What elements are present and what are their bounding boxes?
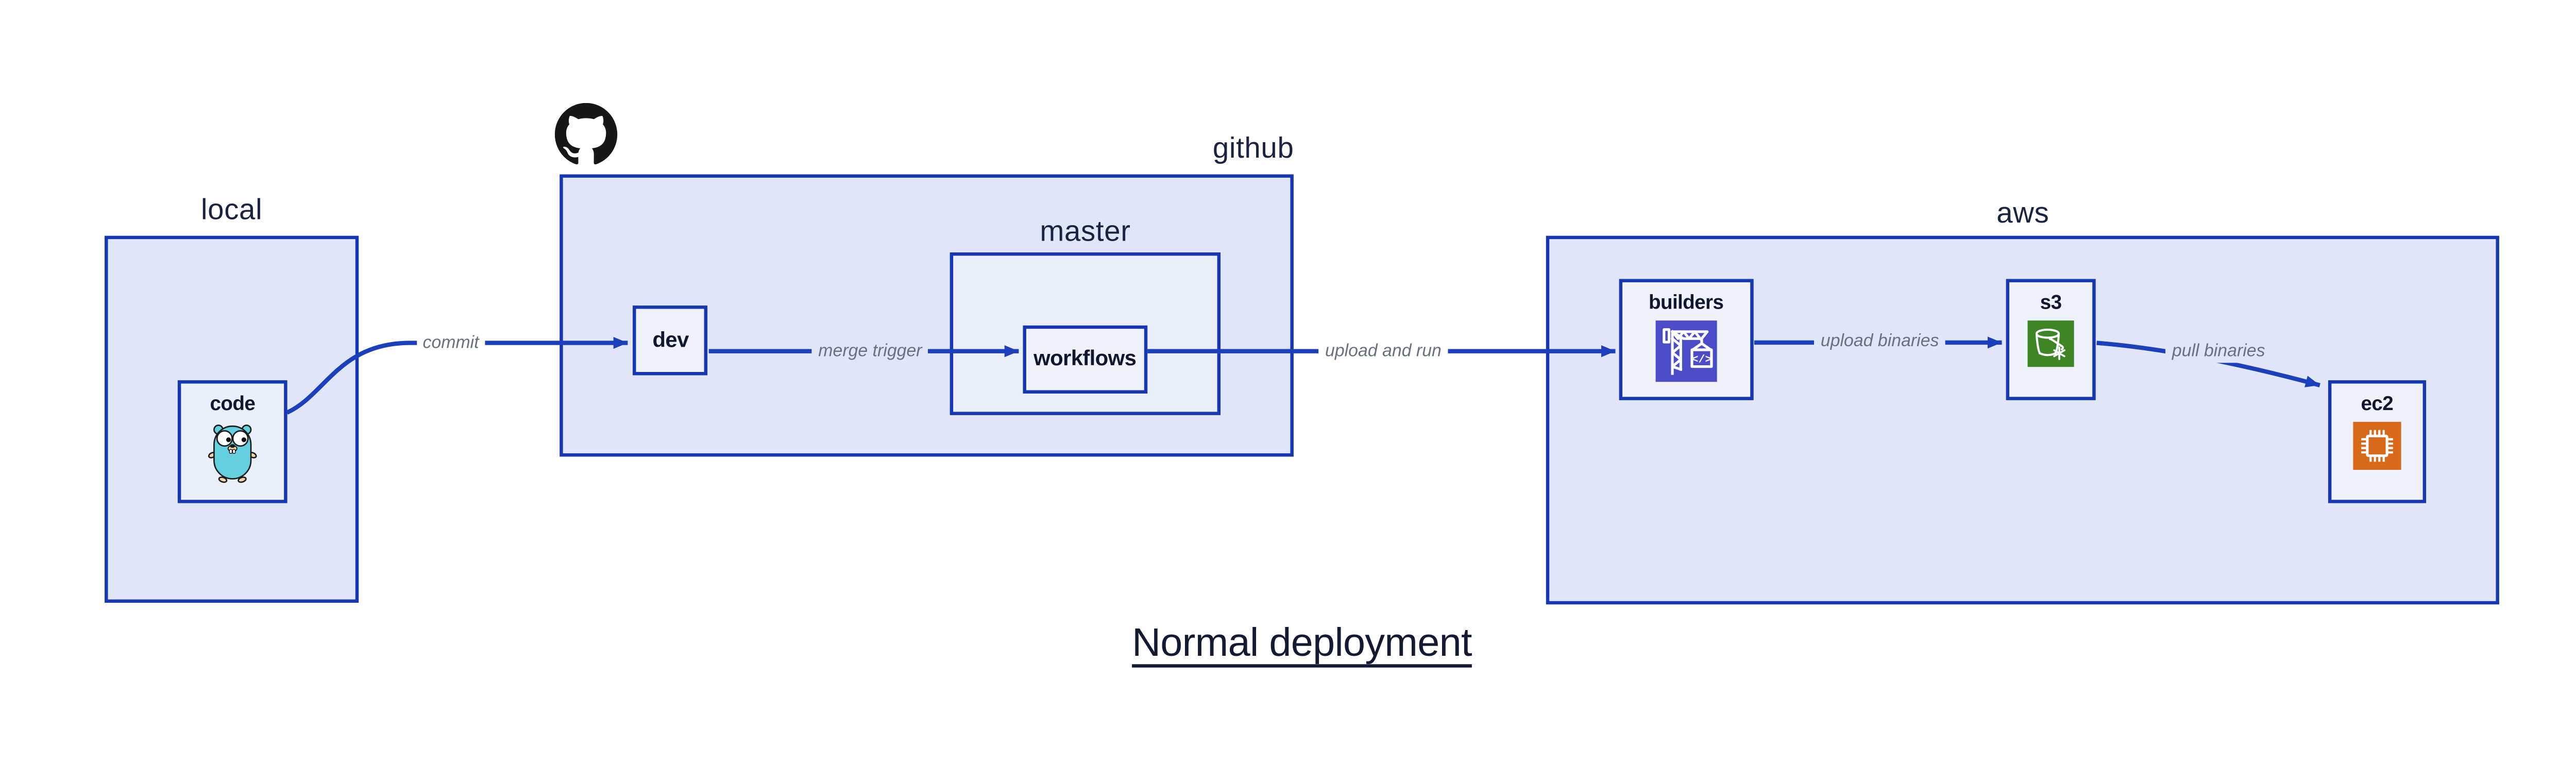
group-label-master: master <box>1040 214 1131 248</box>
node-builders-label: builders <box>1648 291 1724 315</box>
node-workflows-label: workflows <box>1033 346 1137 371</box>
node-code: code <box>178 381 287 503</box>
edge-label-upload-binaries: upload binaries <box>1814 331 1946 353</box>
codebuild-crane-icon: </> <box>1655 321 1717 383</box>
group-label-github: github <box>1212 131 1294 165</box>
edge-label-pull-binaries: pull binaries <box>2165 340 2272 362</box>
node-dev-label: dev <box>652 327 689 352</box>
edge-label-upload-and-run: upload and run <box>1318 340 1448 362</box>
node-ec2: ec2 <box>2328 381 2427 503</box>
codebuild-code-glyph: </> <box>1691 354 1711 367</box>
edge-label-merge-trigger: merge trigger <box>811 340 929 362</box>
node-ec2-label: ec2 <box>2361 392 2394 416</box>
node-builders: builders </> <box>1619 279 1753 401</box>
github-octocat-icon <box>554 103 618 165</box>
ec2-chip-icon <box>2353 422 2401 471</box>
go-gopher-icon <box>208 422 258 484</box>
group-label-aws: aws <box>1996 196 2049 229</box>
diagram-title-text: Normal deployment <box>1132 621 1472 666</box>
group-label-local: local <box>201 192 263 226</box>
node-workflows: workflows <box>1022 325 1147 393</box>
node-s3-label: s3 <box>2040 291 2062 315</box>
s3-glacier-bucket-icon <box>2027 321 2074 368</box>
node-dev: dev <box>633 306 708 376</box>
diagram-title: Normal deployment <box>0 621 2576 667</box>
node-s3: s3 <box>2005 279 2096 401</box>
edge-label-commit: commit <box>416 332 486 354</box>
node-code-label: code <box>210 392 256 416</box>
